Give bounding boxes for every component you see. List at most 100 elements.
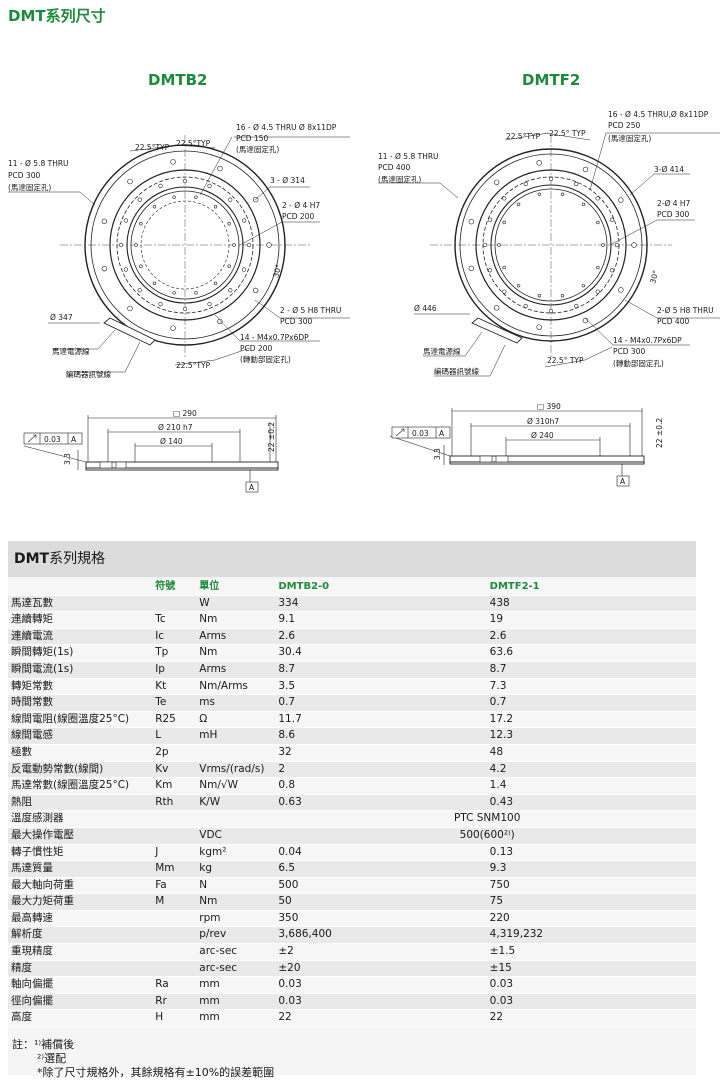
- mounting-hole: [137, 288, 142, 293]
- svg-text:□ 290: □ 290: [173, 409, 197, 418]
- mounting-hole: [137, 197, 142, 202]
- spec-cell: K/W: [196, 794, 276, 812]
- spec-cell-dmtf2: 0.13: [486, 844, 696, 862]
- spec-cell-dmtf2: 22: [486, 1009, 696, 1028]
- spec-cell-dmtb2: 22: [275, 1009, 487, 1028]
- spec-cell: VDC: [196, 827, 276, 845]
- mounting-hole: [242, 267, 247, 272]
- spec-cell-dmtf2: 17.2: [486, 711, 696, 729]
- mounting-hole: [101, 265, 108, 272]
- svg-text:Ø 140: Ø 140: [160, 437, 183, 446]
- svg-text:Ø 210 h7: Ø 210 h7: [158, 423, 193, 432]
- svg-text:22 ±0.2: 22 ±0.2: [655, 418, 664, 448]
- mounting-hole: [170, 159, 176, 165]
- mounting-hole: [493, 305, 500, 311]
- spec-cell-dmtb2: 0.7: [275, 694, 487, 712]
- mounting-hole: [502, 289, 507, 294]
- svg-text:PCD 300: PCD 300: [280, 317, 312, 326]
- spec-cell: 精度: [8, 960, 153, 978]
- svg-text:2 - Ø 4 H7: 2 - Ø 4 H7: [282, 201, 320, 210]
- svg-text:2 - Ø 5 H8 THRU: 2 - Ø 5 H8 THRU: [280, 306, 341, 315]
- dmtf2-labels: 22.5°TYP 22.5° TYP 16 - Ø 4.5 THRU,Ø 8x1…: [378, 110, 714, 376]
- svg-text:PCD 300: PCD 300: [8, 171, 40, 180]
- spec-cell: Ω: [196, 711, 276, 729]
- spec-cell: 時間常數: [8, 694, 153, 712]
- spec-cell: 線間電感: [8, 727, 153, 745]
- mounting-hole: [242, 218, 247, 223]
- spec-cell: mm: [196, 993, 276, 1011]
- mounting-hole: [207, 302, 212, 307]
- svg-text:2-Ø 5 H8 THRU: 2-Ø 5 H8 THRU: [657, 306, 714, 315]
- footnotes: 註：¹⁾補償後 ²⁾選配 *除了尺寸規格外，其餘規格有±10%的誤差範圍: [12, 1038, 275, 1079]
- spec-cell-dmtf2: 8.7: [486, 661, 696, 679]
- mounting-hole: [158, 302, 163, 307]
- spec-cell: ms: [196, 694, 276, 712]
- spec-cell: Ra: [152, 976, 197, 994]
- spec-cell: N: [196, 877, 276, 895]
- spec-cell: Tp: [152, 644, 197, 662]
- spec-cell-dmtb2: 8.6: [275, 727, 487, 745]
- svg-text:22 ±0.2: 22 ±0.2: [267, 422, 276, 452]
- spec-cell: 連續電流: [8, 628, 153, 646]
- mounting-hole: [497, 243, 501, 247]
- mounting-hole: [537, 192, 542, 197]
- spec-cell: Nm: [196, 644, 276, 662]
- spec-cell: 瞬間電流(1s): [8, 661, 153, 679]
- svg-text:Ø 310h7: Ø 310h7: [527, 417, 559, 426]
- mounting-hole: [127, 305, 133, 312]
- mounting-hole: [172, 195, 176, 199]
- svg-text:22.5°TYP: 22.5°TYP: [135, 143, 170, 152]
- spec-cell: W: [196, 595, 276, 613]
- spec-cell-dmtf2: 438: [486, 595, 696, 613]
- mounting-hole: [581, 202, 586, 207]
- svg-text:□ 390: □ 390: [537, 402, 561, 411]
- mounting-hole: [582, 166, 589, 173]
- spec-cell: [152, 810, 197, 828]
- spec-header-cell: [8, 579, 153, 596]
- mounting-hole: [252, 287, 259, 294]
- svg-text:16 - Ø 4.5 THRU,Ø 8x11DP: 16 - Ø 4.5 THRU,Ø 8x11DP: [608, 110, 709, 119]
- spec-cell-dmtb2: 3,686,400: [275, 926, 487, 945]
- svg-text:16 - Ø 4.5 THRU Ø 8x11DP: 16 - Ø 4.5 THRU Ø 8x11DP: [236, 123, 337, 132]
- spec-cell-dmtb2: 500: [275, 877, 487, 895]
- mounting-hole: [217, 318, 223, 325]
- svg-text:0.03: 0.03: [412, 429, 429, 438]
- svg-text:Ø 347: Ø 347: [50, 313, 73, 322]
- spec-cell: 解析度: [8, 926, 153, 945]
- svg-text:14 - M4x0.7Px6DP: 14 - M4x0.7Px6DP: [240, 333, 309, 342]
- dmtf2-hole-ring: [468, 160, 637, 330]
- svg-text:A: A: [249, 483, 255, 492]
- spec-cell: R25: [152, 711, 197, 729]
- svg-text:編碼器訊號線: 編碼器訊號線: [434, 366, 479, 376]
- svg-text:22.5°TYP: 22.5°TYP: [176, 139, 211, 148]
- mounting-hole: [194, 195, 198, 199]
- svg-text:22.5° TYP: 22.5° TYP: [549, 129, 586, 138]
- mounting-hole: [213, 281, 218, 286]
- mounting-hole: [101, 218, 108, 225]
- spec-cell: Tc: [152, 611, 197, 629]
- spec-title: DMT系列規格: [8, 541, 696, 577]
- mounting-hole: [523, 303, 528, 309]
- mounting-hole: [127, 178, 133, 185]
- mounting-hole: [152, 281, 157, 286]
- spec-cell-dmtb2: 9.1: [275, 611, 487, 629]
- spec-cell: mm: [196, 976, 276, 994]
- spec-cell: Km: [152, 777, 197, 795]
- mounting-hole: [502, 220, 506, 225]
- svg-text:Ø 240: Ø 240: [531, 431, 554, 440]
- spec-cell: Ip: [152, 661, 197, 679]
- spec-cell-dmtb2: 0.63: [275, 794, 487, 812]
- spec-cell: Rth: [152, 794, 197, 812]
- mounting-hole: [194, 291, 198, 295]
